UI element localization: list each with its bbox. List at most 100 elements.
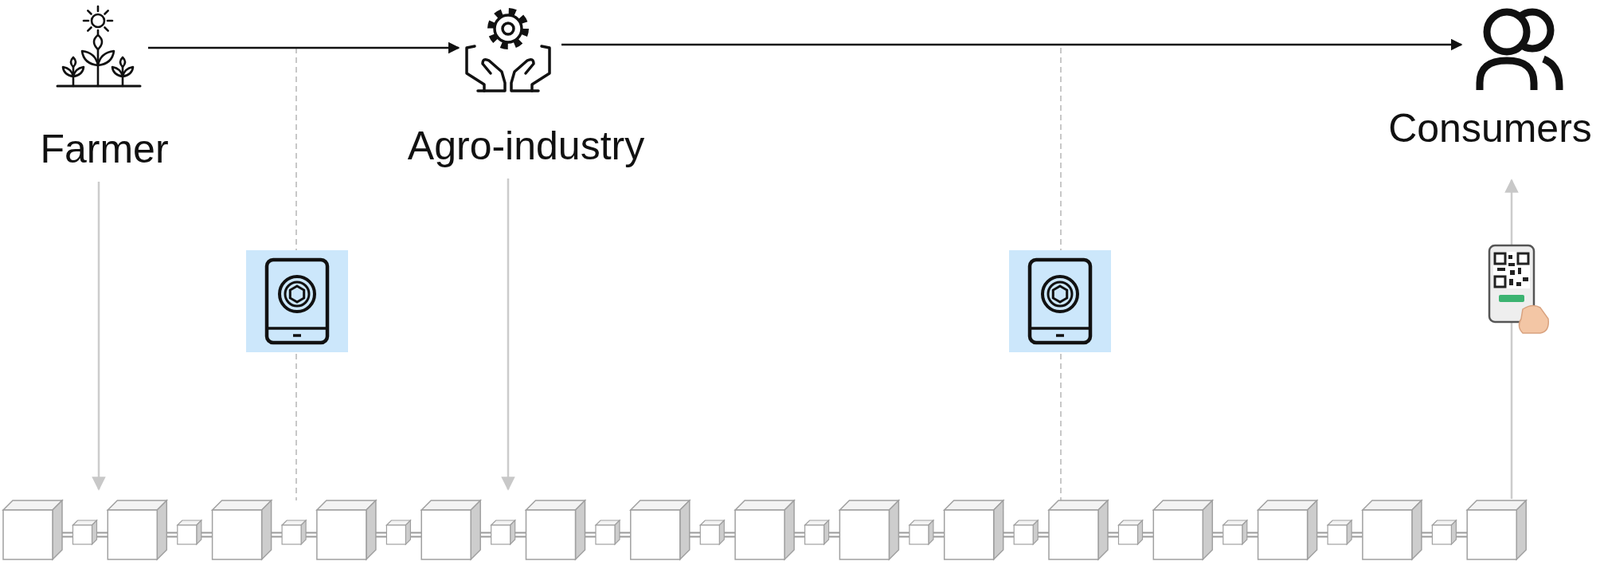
- qr-phone-icon: [1498, 294, 1525, 302]
- blockchain: [62, 520, 109, 544]
- qr-phone-icon: [1508, 254, 1513, 259]
- farmer-icon: [120, 57, 126, 67]
- farmer-icon: [97, 50, 114, 66]
- tablet-icon: [1009, 250, 1112, 353]
- tablet-icon: [279, 276, 315, 312]
- farmer-icon: [70, 57, 76, 67]
- blockchain: [735, 500, 795, 560]
- tablet-icon: [293, 333, 302, 337]
- tablet-icon: [1029, 326, 1091, 330]
- blockchain: [1107, 520, 1155, 544]
- blockchain: [1466, 500, 1526, 560]
- consumers-icon: [1543, 58, 1560, 90]
- blockchain: [3, 500, 1526, 560]
- blockchain: [1362, 500, 1422, 560]
- blockchain: [375, 520, 422, 544]
- tablet-icon: [1056, 333, 1065, 337]
- qr-phone-icon: [1510, 269, 1515, 275]
- farmer-icon: [122, 66, 134, 77]
- blockchain: [1002, 520, 1049, 544]
- actor-node: Agro-industry: [461, 4, 556, 165]
- agro-industry-icon: [532, 46, 550, 91]
- blockchain: [421, 500, 481, 560]
- blockchain: [944, 500, 1004, 560]
- flow-arrow: [561, 43, 1462, 47]
- blockchain: [1316, 520, 1363, 544]
- blockchain: [480, 520, 527, 544]
- blockchain: [1258, 500, 1318, 560]
- blockchain: [1153, 500, 1213, 560]
- node-label: Agro-industry: [407, 124, 645, 169]
- qr-phone-icon: [1489, 245, 1549, 333]
- blockchain: [316, 500, 376, 560]
- tablet-icon: [1052, 285, 1067, 302]
- blockchain: [212, 500, 272, 560]
- qr-phone-icon: [1508, 262, 1515, 267]
- agro-industry-icon: [502, 23, 514, 35]
- farmer-icon: [97, 6, 100, 12]
- blockchain: [1420, 520, 1467, 544]
- blockchain: [270, 520, 317, 544]
- flow-arrow: [148, 46, 459, 50]
- farmer-icon: [93, 35, 102, 50]
- agro-industry-icon: [511, 59, 539, 91]
- agro-industry-icon: [477, 59, 505, 91]
- record-arrow: [507, 178, 510, 489]
- tablet-icon: [246, 250, 349, 353]
- record-arrow: [98, 178, 1512, 499]
- blockchain: [1212, 520, 1259, 544]
- dashed-line: [296, 47, 1061, 501]
- qr-phone-icon: [1516, 281, 1522, 286]
- farmer-icon: [83, 19, 89, 23]
- blockchain: [107, 500, 167, 560]
- tablet-icon: [289, 285, 304, 302]
- qr-phone-icon: [1518, 305, 1549, 333]
- tablet-icon: [246, 250, 349, 353]
- farmer-icon: [112, 66, 123, 77]
- tablet-icon: [1009, 250, 1112, 353]
- qr-phone-icon: [1517, 267, 1522, 274]
- node-label: Farmer: [39, 127, 169, 172]
- qr-phone-icon: [1522, 277, 1529, 282]
- blockchain: [688, 520, 736, 544]
- tablet-icon: [1029, 259, 1091, 343]
- record-arrow: [97, 181, 101, 489]
- consumers-icon: [1486, 11, 1527, 52]
- farmer-icon: [107, 19, 113, 23]
- tablet-icon: [266, 259, 328, 343]
- tablet-icon: [266, 326, 328, 330]
- farmer-icon: [82, 50, 98, 66]
- farmer-icon: [87, 10, 91, 14]
- blockchain: [584, 520, 631, 544]
- farmer-icon: [57, 6, 141, 87]
- actor-node: Consumers: [1463, 4, 1561, 165]
- qr-phone-icon: [1493, 251, 1530, 289]
- farmer-icon: [73, 66, 84, 77]
- agro-industry-icon: [494, 15, 522, 43]
- agro-industry-icon: [490, 11, 526, 47]
- qr-phone-icon: [1509, 278, 1514, 286]
- qr-phone-icon: [1494, 276, 1506, 287]
- consumers-icon: [1479, 11, 1560, 90]
- blockchain: [1048, 500, 1108, 560]
- qr-phone-icon: [1497, 267, 1506, 271]
- blockchain: [839, 500, 899, 560]
- blockchain: [526, 500, 586, 560]
- farmer-icon: [105, 10, 109, 14]
- farmer-icon: [91, 14, 105, 28]
- farmer-icon: [105, 27, 109, 32]
- actor-node: Farmer: [53, 7, 143, 168]
- blockchain: [794, 520, 841, 544]
- farmer-icon: [97, 49, 100, 87]
- blockchain: [898, 520, 945, 544]
- tablet-icon: [285, 281, 310, 306]
- blockchain: [3, 500, 63, 560]
- qr-phone-icon: [1494, 253, 1506, 264]
- agro-industry-icon: [466, 11, 550, 91]
- farmer-icon: [62, 66, 74, 77]
- farmer-icon: [87, 27, 91, 32]
- consumers-icon: [1479, 60, 1534, 90]
- node-label: Consumers: [1388, 106, 1593, 151]
